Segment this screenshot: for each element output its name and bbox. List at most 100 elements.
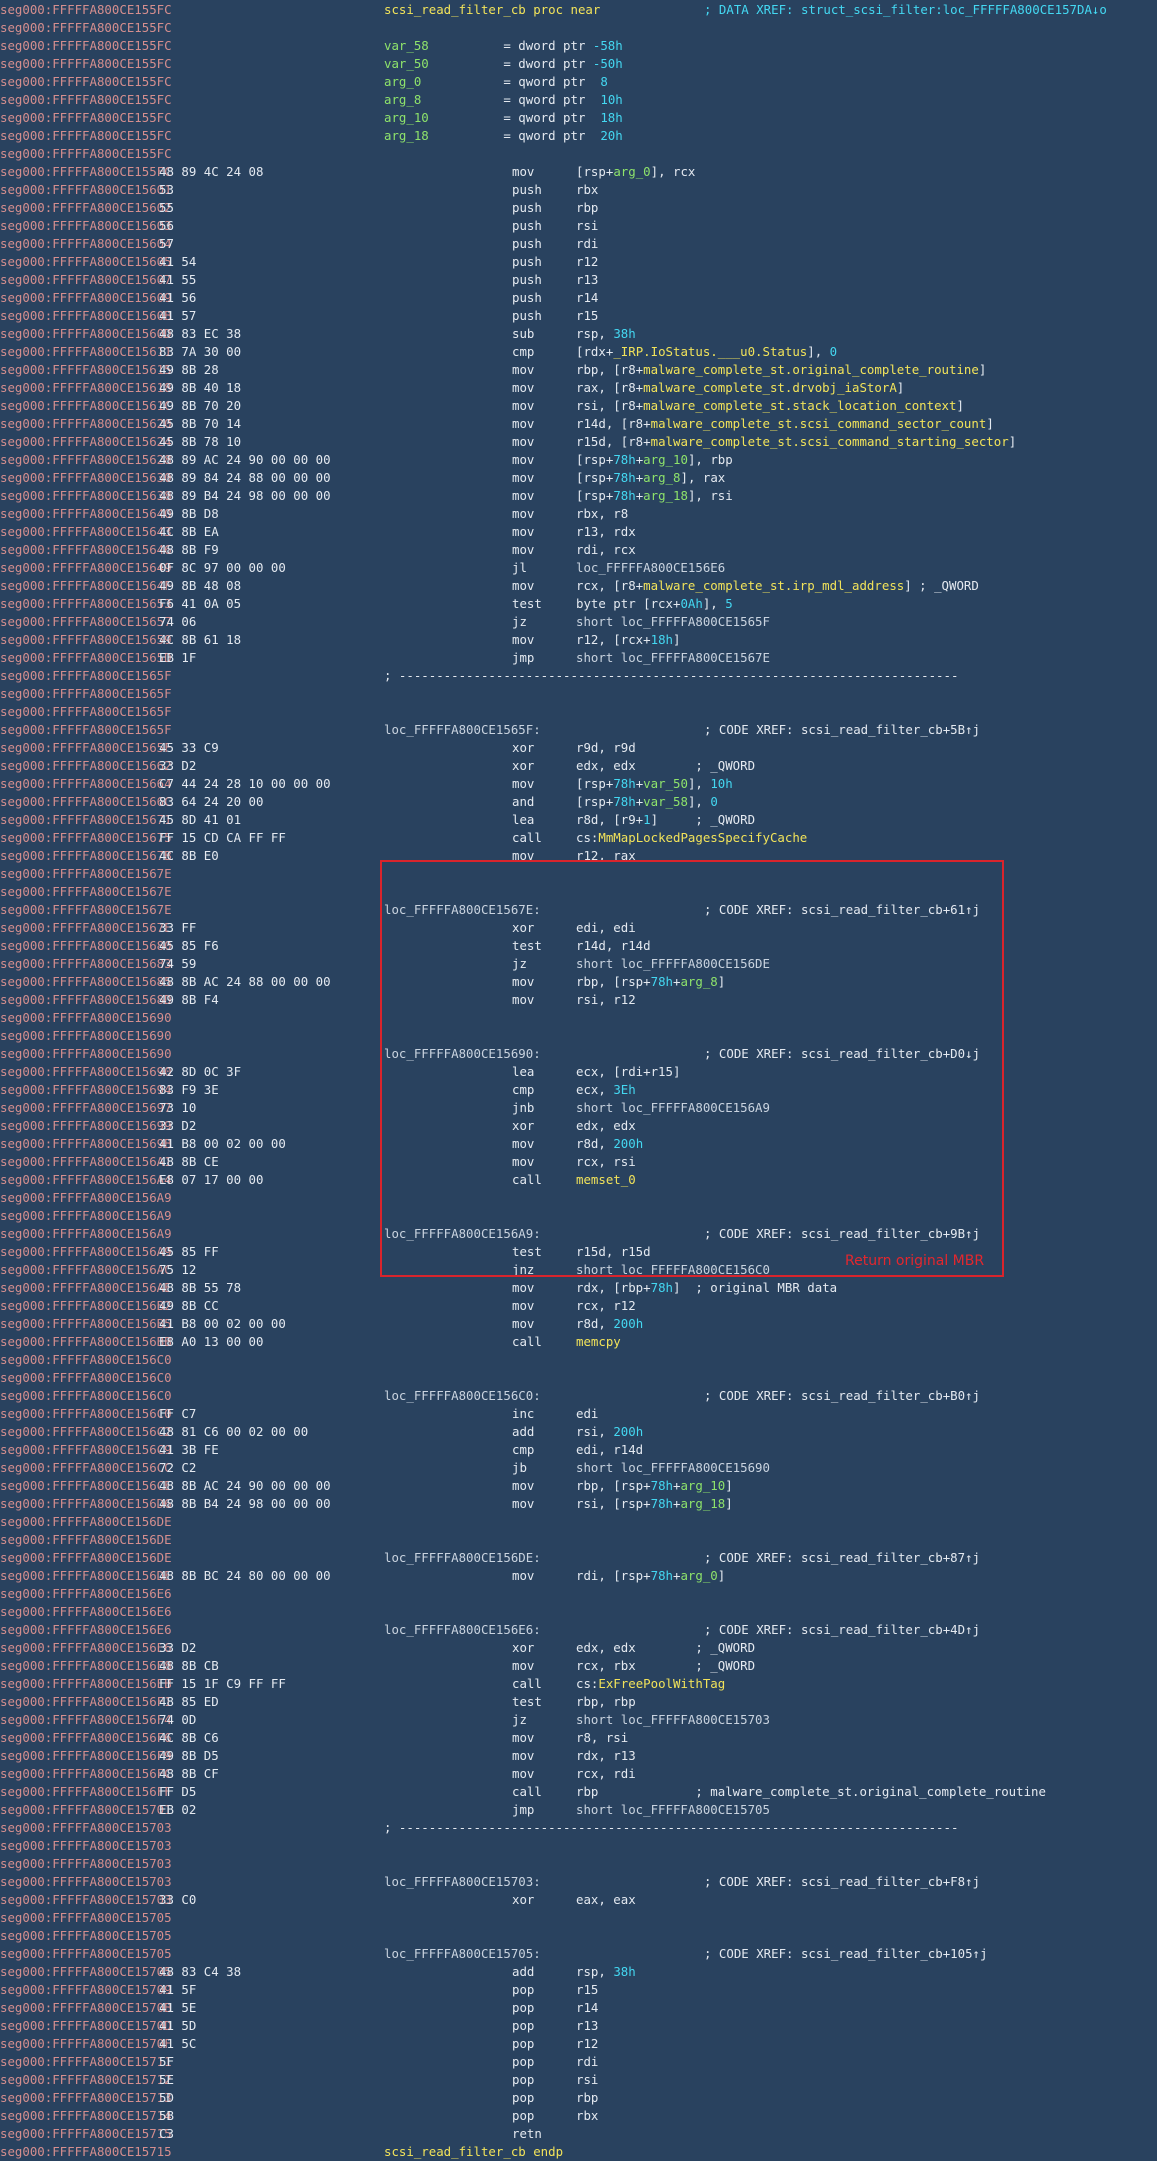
listing-line[interactable]: seg000:FFFFFA800CE1567E	[0, 883, 1157, 901]
listing-line[interactable]: seg000:FFFFFA800CE15705	[0, 1909, 1157, 1927]
listing-line[interactable]: seg000:FFFFFA800CE15703	[0, 1855, 1157, 1873]
listing-line[interactable]: seg000:FFFFFA800CE156DE	[0, 1513, 1157, 1531]
listing-line[interactable]: seg000:FFFFFA800CE15703; ---------------…	[0, 1819, 1157, 1837]
listing-line[interactable]: seg000:FFFFFA800CE155FC	[0, 145, 1157, 163]
listing-line[interactable]: seg000:FFFFFA800CE15705	[0, 1927, 1157, 1945]
listing-line[interactable]: seg000:FFFFFA800CE1565F; ---------------…	[0, 667, 1157, 685]
listing-line[interactable]: seg000:FFFFFA800CE1565F	[0, 685, 1157, 703]
listing-line[interactable]: seg000:FFFFFA800CE156C0	[0, 1351, 1157, 1369]
listing-line[interactable]: seg000:FFFFFA800CE15690	[0, 1027, 1157, 1045]
listing-line[interactable]: seg000:FFFFFA800CE156A9	[0, 1207, 1157, 1225]
listing-line[interactable]: seg000:FFFFFA800CE155FC	[0, 19, 1157, 37]
listing-line[interactable]: seg000:FFFFFA800CE1565F	[0, 703, 1157, 721]
listing-line[interactable]: seg000:FFFFFA800CE156DE	[0, 1531, 1157, 1549]
listing-line[interactable]: seg000:FFFFFA800CE156C0	[0, 1369, 1157, 1387]
listing-line[interactable]: seg000:FFFFFA800CE15703	[0, 1837, 1157, 1855]
listing-line[interactable]: seg000:FFFFFA800CE156E6	[0, 1585, 1157, 1603]
listing-line[interactable]: seg000:FFFFFA800CE156E6	[0, 1603, 1157, 1621]
